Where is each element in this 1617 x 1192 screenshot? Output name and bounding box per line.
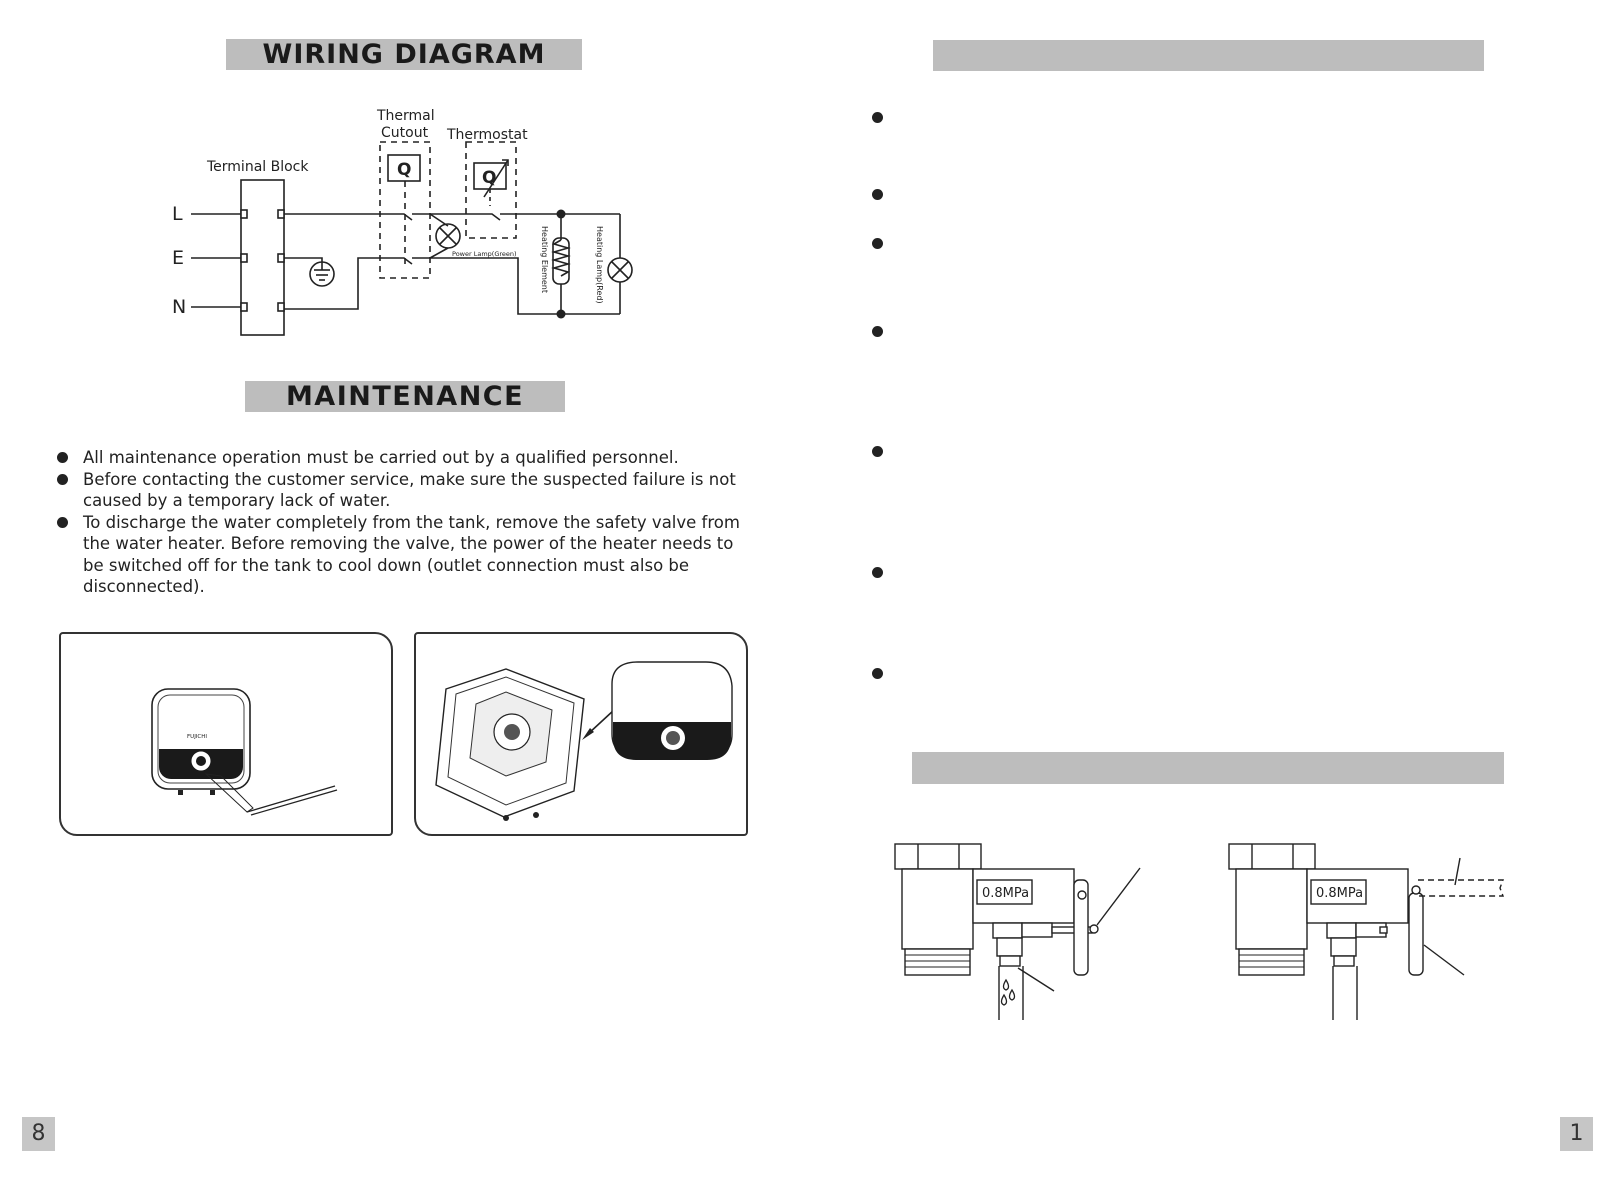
heating-element-label: Heating Element [540, 226, 549, 293]
cutout-q-symbol: Q [397, 160, 411, 180]
bullet-point [872, 567, 883, 578]
maintenance-item: To discharge the water completely from t… [56, 512, 756, 598]
heater-front-illustration: FUJICHI [151, 688, 338, 816]
valve-nut-left [894, 843, 982, 870]
line-n-label: N [172, 296, 186, 318]
thermal-cutout-box [379, 141, 431, 279]
heater-open-illustration [435, 661, 733, 821]
maintenance-list: All maintenance operation must be carrie… [56, 447, 756, 598]
bullet-point [872, 326, 883, 337]
thermostat-label: Thermostat [446, 127, 528, 143]
line-l-label: L [172, 203, 183, 225]
bullet-point [872, 112, 883, 123]
heating-element-symbol [551, 239, 571, 277]
thermostat-q-symbol: Q [482, 168, 496, 188]
valve-nut-right [1228, 843, 1316, 870]
valve-label-box-right [1310, 879, 1367, 905]
maintenance-item: All maintenance operation must be carrie… [56, 447, 756, 469]
heating-lamp-label: Heating Lamp(Red) [595, 226, 604, 304]
line-e-label: E [172, 247, 184, 269]
illustration-box-left: FUJICHI [59, 632, 393, 836]
thermal-cutout-label-1: Thermal [376, 108, 435, 124]
power-lamp-label: Power Lamp(Green) [452, 250, 517, 258]
terminal-block-label: Terminal Block [206, 159, 309, 175]
bullet-point [872, 668, 883, 679]
maintenance-title: MAINTENANCE [245, 381, 565, 412]
valve-pressure-label-right: 0.8MPa [1316, 886, 1363, 901]
right-middle-banner [912, 752, 1504, 784]
heater-brand-label: FUJICHI [187, 734, 207, 740]
wiring-diagram-title: WIRING DIAGRAM [226, 39, 582, 70]
maintenance-item: Before contacting the customer service, … [56, 469, 756, 512]
page-number-left: 8 [22, 1117, 55, 1151]
valve-pressure-label-left: 0.8MPa [982, 886, 1029, 901]
illustration-box-right [414, 632, 748, 836]
bullet-point [872, 446, 883, 457]
right-top-banner [933, 40, 1484, 71]
thermostat-box [465, 141, 517, 239]
thermal-cutout-q [387, 154, 421, 182]
bullet-point [872, 189, 883, 200]
wiring-diagram: Terminal Block Thermal Cutout Thermostat… [172, 108, 633, 336]
earth-symbol [309, 261, 335, 287]
thermal-cutout-label-2: Cutout [381, 125, 429, 141]
valve-label-box-left [976, 879, 1033, 905]
page-number-right: 1 [1560, 1117, 1593, 1151]
bullet-point [872, 238, 883, 249]
